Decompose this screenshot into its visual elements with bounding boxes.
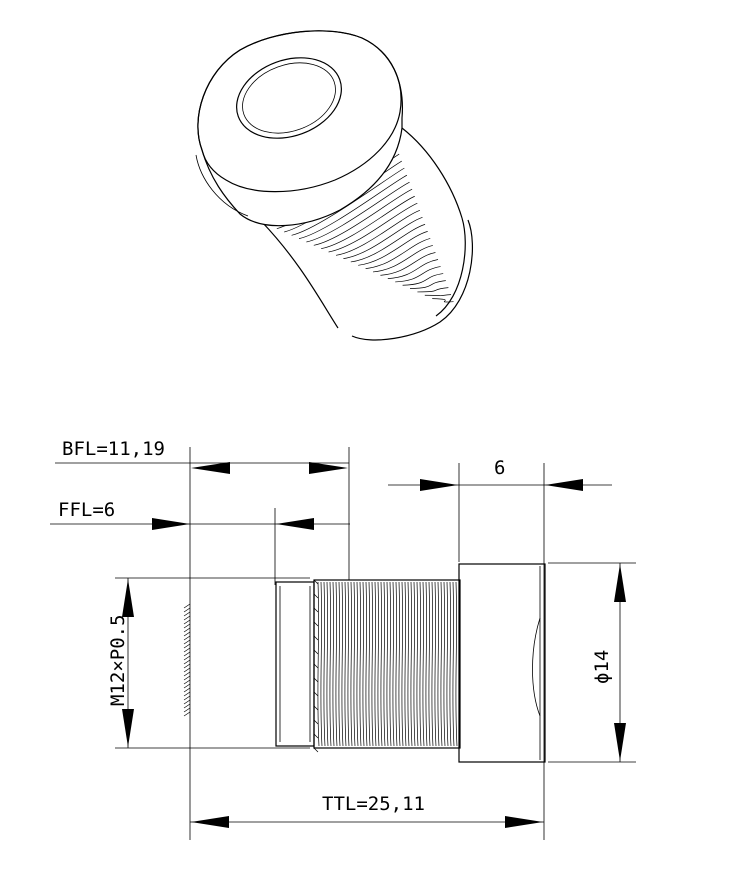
- dimension-annotations: BFL=11,19 FFL=6 6 M12×P0.5 ϕ14 TTL=25,11: [50, 438, 626, 828]
- isometric-lens-view: [195, 30, 473, 341]
- bfl-arrow-right: [309, 462, 348, 474]
- side-view: [115, 447, 636, 840]
- ffl-label: FFL=6: [58, 499, 115, 521]
- diameter-label: ϕ14: [591, 650, 613, 684]
- side-thread-lines: [313, 579, 458, 753]
- iso-thread-lines: [261, 127, 463, 329]
- ttl-label: TTL=25,11: [322, 793, 425, 815]
- width-label: 6: [494, 457, 505, 479]
- bfl-label: BFL=11,19: [62, 438, 165, 460]
- ffl-arrow-left: [152, 518, 190, 530]
- sensor-hatch: [183, 603, 191, 717]
- diameter-arrow-top: [614, 564, 626, 602]
- front-cap: [458, 563, 546, 763]
- ttl-arrow-right: [505, 816, 543, 828]
- bfl-arrow-left: [191, 462, 230, 474]
- rear-ring: [275, 581, 315, 747]
- thread-label: M12×P0.5: [107, 614, 129, 706]
- thread-arrow-bottom: [122, 709, 134, 747]
- thread-arrow-top: [122, 579, 134, 617]
- ffl-arrow-right: [276, 518, 314, 530]
- width-arrow-right: [545, 479, 583, 491]
- ttl-arrow-left: [191, 816, 229, 828]
- diameter-arrow-bottom: [614, 723, 626, 761]
- width-arrow-left: [420, 479, 458, 491]
